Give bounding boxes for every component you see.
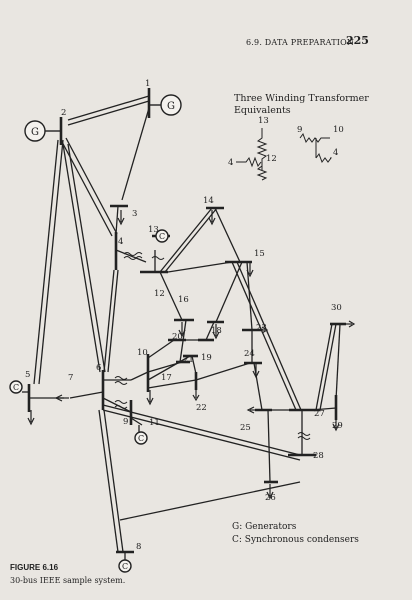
bus-label-20: 20 <box>172 332 183 342</box>
equivalent-networks <box>236 128 332 181</box>
running-header: 6.9. DATA PREPARATION <box>246 38 355 47</box>
condenser-13: C <box>155 229 169 243</box>
condensers: C C C C <box>9 229 169 573</box>
legend-generators: G: Generators <box>232 522 297 532</box>
bus-label-29: 29 <box>332 421 343 431</box>
bus-label-1: 1 <box>145 79 150 89</box>
transformer-coils <box>114 252 311 440</box>
svg-text:G: G <box>167 101 175 112</box>
bus-label-8: 8 <box>136 542 141 552</box>
branch-lines <box>22 95 341 560</box>
condenser-5: C <box>9 380 23 394</box>
svg-text:C: C <box>13 383 19 392</box>
figure-caption: 30-bus IEEE sample system. <box>10 576 126 585</box>
bus-label-3: 3 <box>132 209 137 219</box>
bus-label-7: 7 <box>68 373 73 383</box>
bus-label-11: 11 <box>149 418 160 428</box>
bus-numbers: 1 2 3 4 5 6 7 8 9 10 11 12 13 14 15 16 1… <box>25 79 343 552</box>
bus-label-21: 21 <box>183 355 194 365</box>
svg-text:C: C <box>138 434 144 443</box>
bus-label-15: 15 <box>254 249 265 259</box>
bus-label-13: 13 <box>148 225 159 235</box>
bus-label-6: 6 <box>96 363 101 373</box>
legend-condensers: C: Synchronous condensers <box>232 535 359 545</box>
bus-label-9: 9 <box>123 417 128 427</box>
bus-label-18: 18 <box>211 326 222 336</box>
condenser-8: C <box>118 559 132 573</box>
figure-number: FIGURE 6.16 <box>10 563 59 572</box>
bus-label-26: 26 <box>265 493 276 503</box>
bus-label-30: 30 <box>331 303 342 313</box>
equiv-label-9: 9 <box>297 125 302 135</box>
bus-label-23: 23 <box>256 323 267 333</box>
page-number: 225 <box>346 34 369 47</box>
bus-label-16: 16 <box>178 295 189 305</box>
bus-label-14: 14 <box>203 196 214 206</box>
generator-1: G <box>149 94 182 116</box>
bus-label-4: 4 <box>118 237 123 247</box>
equivalents-title-line1: Three Winding Transformer <box>234 93 369 104</box>
equiv-label-4b: 4 <box>333 148 338 158</box>
bus-label-17: 17 <box>161 373 172 383</box>
load-arrows <box>27 210 356 500</box>
bus-label-22: 22 <box>196 403 207 413</box>
equivalents-title-line2: Equivalents <box>234 105 291 116</box>
bus-label-25: 25 <box>240 423 251 433</box>
bus-label-5: 5 <box>25 370 30 380</box>
equiv-label-4a: 4 <box>228 158 233 168</box>
bus-label-27: 27 <box>314 409 325 419</box>
equiv-label-10: 10 <box>333 125 344 135</box>
bus-label-12: 12 <box>154 289 165 299</box>
bus-label-19: 19 <box>201 353 212 363</box>
svg-text:G: G <box>31 127 39 138</box>
equiv-label-13: 13 <box>258 116 269 126</box>
svg-text:C: C <box>159 232 165 241</box>
generator-2: G <box>24 120 60 142</box>
condenser-11: C <box>134 431 148 445</box>
equiv-label-12: 12 <box>266 154 277 164</box>
svg-text:C: C <box>122 562 128 571</box>
bus-label-10: 10 <box>137 348 148 358</box>
bus-label-28: 28 <box>313 451 324 461</box>
bus-label-24: 24 <box>244 349 255 359</box>
equivalents-title: Three Winding Transformer Equivalents <box>234 93 369 117</box>
bus-label-2: 2 <box>61 108 66 118</box>
equivalent-labels: 13 12 4 9 10 4 <box>228 116 344 168</box>
